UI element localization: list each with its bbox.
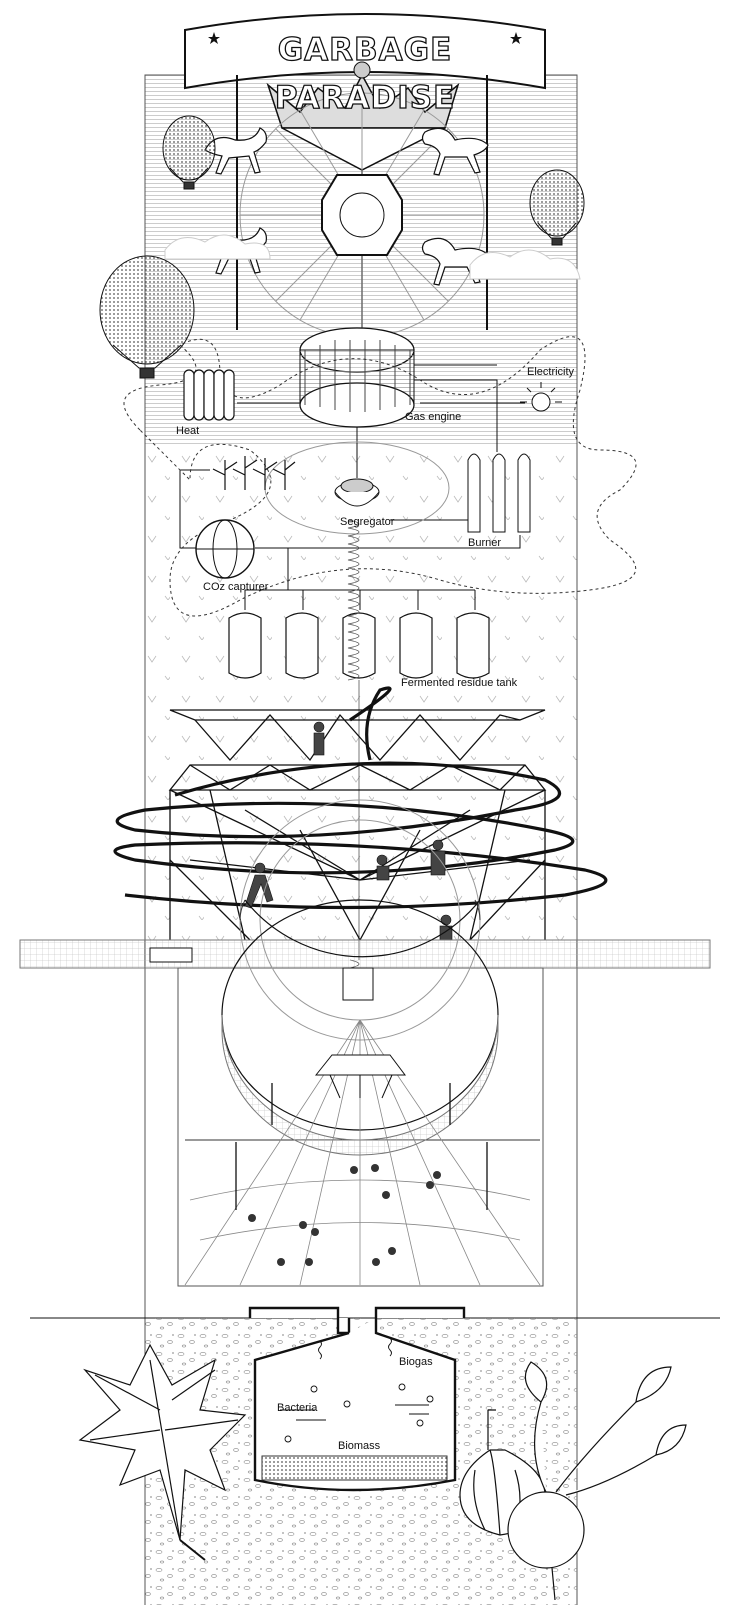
arena-visitors	[248, 1164, 441, 1266]
title-banner	[184, 13, 546, 90]
clouds	[164, 234, 581, 280]
ferris-wheel	[239, 92, 485, 338]
dashed-flow-loop	[123, 336, 637, 617]
electricity-bulb-icon	[520, 382, 562, 412]
label-segregator: Segregator	[340, 516, 395, 528]
fermented-residue-tanks	[228, 612, 490, 679]
label-burner: Burner	[468, 537, 502, 549]
heat-radiator-icon	[183, 369, 235, 421]
energy-connections	[179, 364, 525, 610]
arena-rings	[185, 799, 540, 1156]
segregator-icon	[334, 478, 380, 507]
label-gas-engine: Gas engine	[405, 411, 462, 423]
biomass-layer	[261, 1455, 448, 1481]
bacteria-bubbles	[280, 1337, 434, 1443]
corn-plants-icon	[212, 456, 296, 490]
ground-slab	[19, 939, 711, 969]
page-title: GARBAGE PARADISE	[274, 31, 456, 116]
arena-radial-lines	[184, 1019, 541, 1286]
label-co2-capturer: COz capturer	[203, 581, 269, 593]
label-bacteria: Bacteria	[277, 1402, 318, 1414]
label-biomass: Biomass	[338, 1440, 381, 1452]
arena-masts	[235, 1083, 488, 1210]
biogas-digester	[248, 1306, 466, 1492]
maple-leaf-icon	[78, 1343, 247, 1561]
beetroot-icon	[507, 1361, 687, 1601]
label-biogas: Biogas	[399, 1356, 433, 1368]
gas-engine-drum	[299, 327, 415, 428]
label-electricity: Electricity	[527, 366, 575, 378]
co2-capturer-icon	[195, 519, 255, 579]
underground-arena	[177, 967, 544, 1287]
label-fermented-residue-tank: Fermented residue tank	[401, 677, 518, 689]
label-heat: Heat	[176, 425, 200, 437]
hot-air-balloon-icon	[99, 115, 585, 379]
pavilion-icon	[314, 967, 406, 1099]
burner-icon	[467, 453, 531, 533]
spiral-ribbon-slide	[113, 686, 608, 910]
